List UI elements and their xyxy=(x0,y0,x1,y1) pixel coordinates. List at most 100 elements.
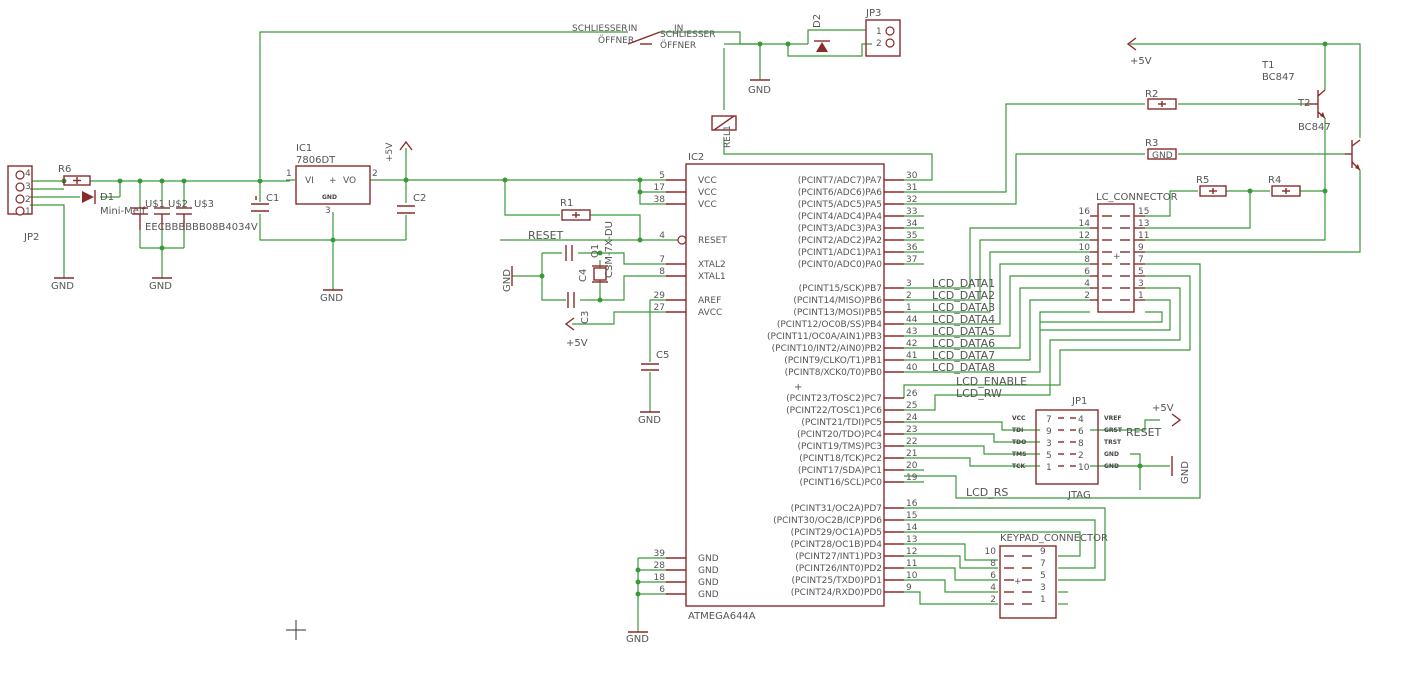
gnd-label: GND xyxy=(149,281,172,292)
ic2-pin-label: (PCINT27/INT1)PD3 xyxy=(795,552,882,562)
gnd-label: GND xyxy=(51,281,74,292)
ic2-pin-label: (PCINT17/SDA)PC1 xyxy=(798,466,882,476)
ic2-pin-label: (PCINT2/ADC2)PA2 xyxy=(798,236,882,246)
gnd-label: GND xyxy=(748,85,771,96)
c5-capacitor: C5 xyxy=(641,350,669,371)
ic2-pin-number: 43 xyxy=(906,327,917,337)
cap-u1-label: U$1 xyxy=(145,199,165,210)
jtag-signal-label: VCC xyxy=(1012,415,1026,422)
ic2-pin-label: (PCINT15/SCK)PB7 xyxy=(799,284,882,294)
lc-pin-number: 3 xyxy=(1138,279,1144,289)
d2-name: D2 xyxy=(812,14,823,28)
lc-pin-number: 5 xyxy=(1138,267,1144,277)
ic2-pin-number: 19 xyxy=(906,473,918,483)
ic2-pin-number: 36 xyxy=(906,243,918,253)
keypad-pin-number: 4 xyxy=(990,583,996,593)
r3-value: GND xyxy=(1152,151,1173,161)
lc-pin-number: 7 xyxy=(1138,255,1144,265)
c4-name: C4 xyxy=(578,269,589,282)
ic2-pin-number: 21 xyxy=(906,449,917,459)
d1-name: D1 xyxy=(100,192,114,203)
vcc-5v-label: +5V xyxy=(566,338,588,349)
ic2-pin-label: GND xyxy=(698,578,719,588)
cap-u3-label: U$3 xyxy=(194,199,214,210)
ic2-pin-number: 4 xyxy=(659,231,665,241)
vcc-5v-symbol: +5V xyxy=(564,317,588,349)
jp3-pin-label: 1 xyxy=(876,27,882,37)
jtag-signal-label: TCK xyxy=(1012,463,1025,470)
ic2-pin-label: (PCINT7/ADC7)PA7 xyxy=(798,176,882,186)
keypad-pin-number: 5 xyxy=(1040,571,1046,581)
ic2-pin-number: 20 xyxy=(906,461,918,471)
r5-resistor: R5 xyxy=(1196,175,1227,197)
t2-value: BC847 xyxy=(1298,122,1331,133)
switch-label: IN xyxy=(674,24,683,34)
reset-net-label: RESET xyxy=(528,229,564,242)
ic2-pin-label: (PCINT4/ADC4)PA4 xyxy=(798,212,882,222)
jp2-pin-label: 3 xyxy=(25,182,31,192)
lcd-net-label: LCD_DATA8 xyxy=(932,361,995,374)
gnd-label: GND xyxy=(320,293,343,304)
d1-value: Mini-Melf xyxy=(100,206,146,217)
ic2-pin-label: (PCINT10/INT2/AIN0)PB2 xyxy=(772,344,882,354)
ic2-right-pins: 30(PCINT7/ADC7)PA731(PCINT6/ADC6)PA632(P… xyxy=(767,171,918,598)
keypad-pin-number: 2 xyxy=(990,595,996,605)
d1-diode: D1 Mini-Melf xyxy=(82,190,146,217)
lc-connector-origin: + xyxy=(1113,252,1121,262)
ic2-pin-number: 42 xyxy=(906,339,917,349)
ic2-pin-number: 27 xyxy=(654,303,665,313)
lcd-net-label: LCD_RS xyxy=(966,486,1008,499)
ic2-pin-number: 7 xyxy=(659,255,665,265)
ic2-pin-label: GND xyxy=(698,590,719,600)
ic2-pin-label: VCC xyxy=(698,188,717,198)
ic2-pin-label: (PCINT24/RXD0)PD0 xyxy=(791,588,883,598)
vcc-5v-symbol: +5V xyxy=(385,140,413,162)
c2-name: C2 xyxy=(413,193,426,204)
vcc-5v-label: +5V xyxy=(1130,56,1152,67)
lc-pin-number: 15 xyxy=(1138,207,1149,217)
ic2-origin-mark: + xyxy=(794,382,802,393)
relay: REL1 xyxy=(711,115,737,148)
lc-pin-number: 6 xyxy=(1084,267,1090,277)
q1-crystal: Q1 CSM-7X-DU xyxy=(590,221,615,283)
ic2-pin-number: 1 xyxy=(906,303,912,313)
lcd-net-labels: LCD_DATA1 LCD_DATA2 LCD_DATA3 LCD_DATA4 … xyxy=(932,277,1027,499)
c5-name: C5 xyxy=(656,350,669,361)
r6-name: R6 xyxy=(58,164,71,175)
t1-transistor: T1 BC847 xyxy=(1261,60,1361,171)
ic2-pin-label: (PCINT14/MISO)PB6 xyxy=(793,296,882,306)
ic2-pin-number: 6 xyxy=(659,585,665,595)
lc-pin-number: 4 xyxy=(1084,279,1090,289)
jp3-connector: 1 2 JP3 xyxy=(865,8,901,57)
gnd-symbols: GND GND GND GND GND GND GND GND xyxy=(51,79,1191,645)
ic2-pin-number: 35 xyxy=(906,231,917,241)
ic2-pin-label: (PCINT9/CLKO/T1)PB1 xyxy=(784,356,882,366)
jtag-signal-label: TDO xyxy=(1012,439,1026,446)
ic2-pin-label: (PCINT28/OC1B)PD4 xyxy=(791,540,883,550)
c1-name: C1 xyxy=(266,193,279,204)
r3-resistor: GND R3 xyxy=(1145,138,1177,161)
vcc-5v-symbol: +5V xyxy=(1126,37,1152,67)
ic2-pin-number: 22 xyxy=(906,437,917,447)
keypad-pin-number: 10 xyxy=(985,547,997,557)
caps-value: EECBBBBBB08B4034V xyxy=(145,222,258,233)
lc-connector-name: LC_CONNECTOR xyxy=(1096,192,1178,203)
ic2-pin-number: 15 xyxy=(906,511,917,521)
jtag-signal-label: VREF xyxy=(1104,415,1121,422)
ic2-pin-number: 39 xyxy=(654,549,666,559)
jp2-name: JP2 xyxy=(23,232,39,243)
junctions xyxy=(61,41,1328,597)
ic2-pin-label: RESET xyxy=(698,236,727,246)
ic2-pin-label: (PCINT26/INT0)PD2 xyxy=(795,564,882,574)
ic2-pin-number: 30 xyxy=(906,171,918,181)
jtag-pin-number: 5 xyxy=(1046,451,1052,461)
t1-name: T1 xyxy=(1261,60,1274,71)
ic2-pin-number: 44 xyxy=(906,315,918,325)
ic2-name: IC2 xyxy=(688,152,704,163)
jp1-value: JTAG xyxy=(1067,490,1091,501)
ic2-pin-label: (PCINT6/ADC6)PA6 xyxy=(798,188,882,198)
ic2-pin-number: 31 xyxy=(906,183,917,193)
jp2-pin-label: 2 xyxy=(25,195,31,205)
ic2-pin-number: 14 xyxy=(906,523,918,533)
